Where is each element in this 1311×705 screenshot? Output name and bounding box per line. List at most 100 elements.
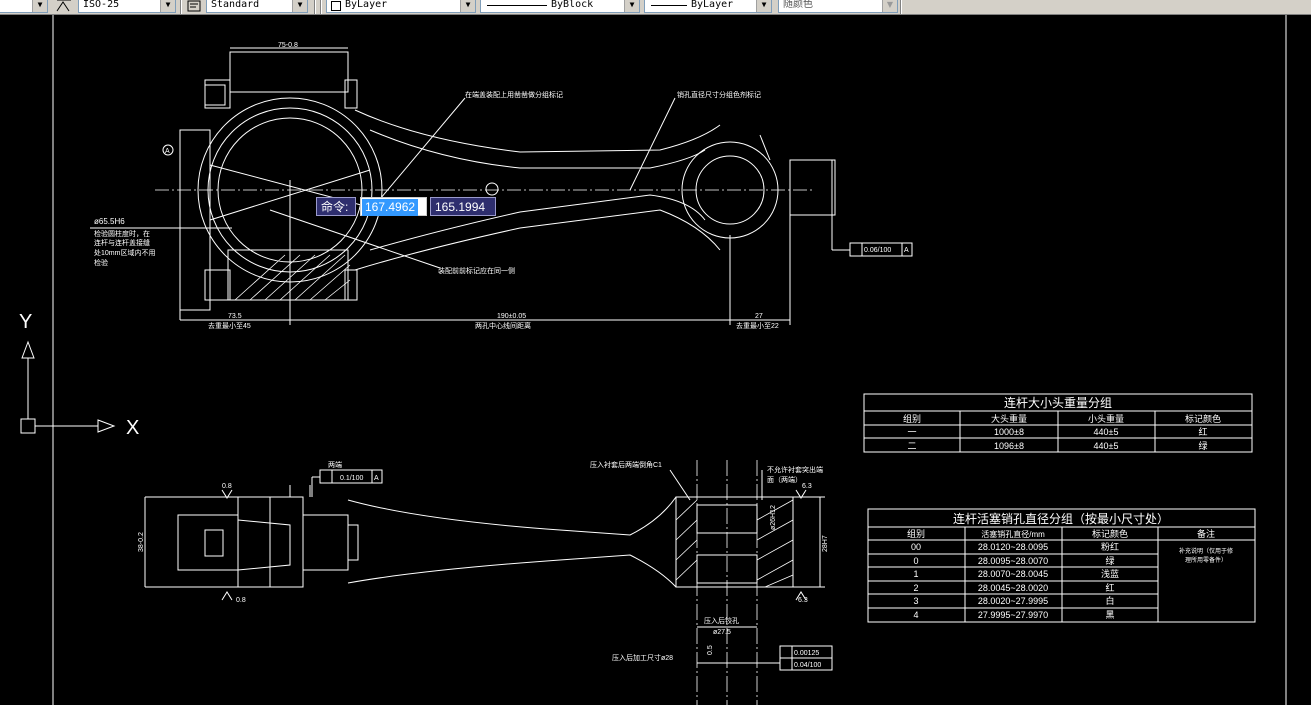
roughness-text: 6.3 [802,483,812,490]
plot-style-value: 随颜色 [783,0,813,10]
dim-center-text: 190±0.05 [497,313,526,320]
table2-header: 组别 [907,528,925,539]
roughness-text: 6.3 [798,597,808,604]
table2-cell: 3 [913,596,918,606]
connecting-rod-top-view [90,47,913,325]
table2-cell: 绿 [1105,555,1114,566]
dynamic-input-prompt: 命令: [316,197,356,216]
chevron-down-icon: ▼ [882,0,897,12]
table1-header: 大头重量 [991,413,1027,424]
table2-cell: 0 [913,556,918,566]
table1-cell: 绿 [1198,440,1207,451]
tolerance-text: 0.06/100 [864,247,891,254]
table1-cell: 1000±8 [994,427,1024,437]
table1-header: 组别 [903,413,921,424]
toolbar-separator [180,0,182,14]
table2-cell: 27.9995~27.9970 [978,610,1048,620]
diameter-label: ø65.5H6 [94,217,125,226]
table2-remark: 理所用零备件） [1185,556,1227,564]
text-style-icon[interactable] [186,0,202,13]
lineweight-value: ByLayer [691,0,734,10]
toolbar-separator [900,0,902,14]
chevron-down-icon: ▼ [292,0,307,12]
text-style-combo[interactable]: Standard ▼ [206,0,308,13]
dim-left-sub-text: 去重最小至45 [208,321,251,330]
note-press-text: 压入衬套后两端倒角C1 [590,460,662,469]
linetype-preview-icon [487,5,547,6]
model-space-canvas[interactable]: 75-0.8 在端盖装配上用凿凿做分组标记 销孔直径尺寸分组色剂标记 ø65.5… [0,15,1311,705]
table1-cell: 440±5 [1094,427,1119,437]
layer-combo[interactable]: ByLayer ▼ [326,0,476,13]
toolbar-separator [314,0,316,14]
label-press-pin: 压入后铰孔 [704,616,739,625]
properties-toolbar: ▼ ISO-25 ▼ Standard ▼ ByLayer ▼ ByBlock … [0,0,1311,15]
plot-style-combo[interactable]: 随颜色 ▼ [778,0,898,13]
tolerance-text-2: 0.04/100 [794,662,821,669]
text-style-value: Standard [211,0,260,10]
table2-cell: 粉红 [1101,541,1119,552]
tolerance-rough-text: 0.5 [707,645,714,655]
color-swatch-icon [331,1,341,11]
dynamic-input-x-value: 167.4962 [362,199,419,216]
datum-a-label: A [165,148,170,155]
table2-cell: 4 [913,610,918,620]
top-view-annotations: 75-0.8 在端盖装配上用凿凿做分组标记 销孔直径尺寸分组色剂标记 ø65.5… [94,42,909,330]
dim-right-sub-text: 去重最小至22 [736,321,779,330]
table1-cell: 440±5 [1094,441,1119,451]
ucs-x-label: X [126,417,139,439]
table2-cell: 黑 [1105,610,1114,620]
table1-cell: 二 [907,441,916,451]
side-view-annotations: 两端 0.1/100 A 0.8 0.8 压入衬套后两端倒角C1 不允许衬套突出… [138,460,829,669]
table2-header: 标记颜色 [1092,528,1128,539]
dim-pin-text: ø27.5 [713,629,731,636]
lineweight-combo[interactable]: ByLayer ▼ [644,0,772,13]
note-bush-line: 不允许衬套突出端 [767,465,823,474]
table1-header: 标记颜色 [1185,413,1221,424]
connecting-rod-side-view [144,460,833,705]
dim-center-sub-text: 两孔中心线间距离 [475,321,531,330]
ucs-icon [20,340,116,434]
dimension-style-value: ISO-25 [83,0,120,10]
dim-bore-text: 28H7 [822,535,829,552]
note-bush-line: 面（两端） [767,475,802,484]
table1-cell: 1096±8 [994,441,1024,451]
table2-cell: 28.0070~28.0045 [978,569,1048,579]
dim-right-text: 27 [755,313,763,320]
table2-title: 连杆活塞销孔直径分组（按最小尺寸处） [953,511,1169,526]
dim-top-text: 75-0.8 [278,42,298,49]
dynamic-input-x-field[interactable]: 167.4962 [360,197,427,216]
note-press-size-text: 压入后加工尺寸ø28 [612,653,673,662]
dimension-style-icon[interactable] [56,0,72,13]
note-pin-text: 销孔直径尺寸分组色剂标记 [677,90,761,99]
chevron-down-icon: ▼ [460,0,475,12]
linetype-combo[interactable]: ByBlock ▼ [480,0,640,13]
dynamic-input-y-field[interactable]: 165.1994 [430,197,496,216]
layer-value: ByLayer [345,0,388,10]
table2-cell: 28.0020~27.9995 [978,596,1048,606]
note-assembly-text: 装配前前标记应在同一侧 [438,266,515,275]
roughness-text: 0.8 [236,597,246,604]
table2-cell: 浅蓝 [1101,568,1119,579]
table2-cell: 1 [913,569,918,579]
dimension-style-combo[interactable]: ISO-25 ▼ [78,0,176,13]
table2-cell: 28.0095~28.0070 [978,556,1048,566]
table2-cell: 00 [911,542,921,552]
dim-bush-text: ø26H12 [770,505,777,530]
lineweight-preview-icon [651,5,687,6]
note-left-line: 检验圆柱度时，在 [94,229,150,238]
table2-header: 备注 [1197,528,1215,539]
note-left-line: 检验 [94,258,108,267]
table2-remark: 补充说明（仅用于修 [1179,547,1233,555]
note-top-text: 在端盖装配上用凿凿做分组标记 [465,90,563,99]
table2-cell: 2 [913,583,918,593]
previous-combo[interactable]: ▼ [0,0,48,13]
table1-title: 连杆大小头重量分组 [1004,395,1112,410]
chevron-down-icon: ▼ [32,0,47,12]
chevron-down-icon: ▼ [160,0,175,12]
table2-cell: 28.0045~28.0020 [978,583,1048,593]
chevron-down-icon: ▼ [756,0,771,12]
tolerance-datum-text: A [904,247,909,254]
table2-cell: 红 [1105,582,1114,593]
note-left-line: 处10mm区域内不用 [94,248,155,257]
roughness-text: 0.8 [222,483,232,490]
